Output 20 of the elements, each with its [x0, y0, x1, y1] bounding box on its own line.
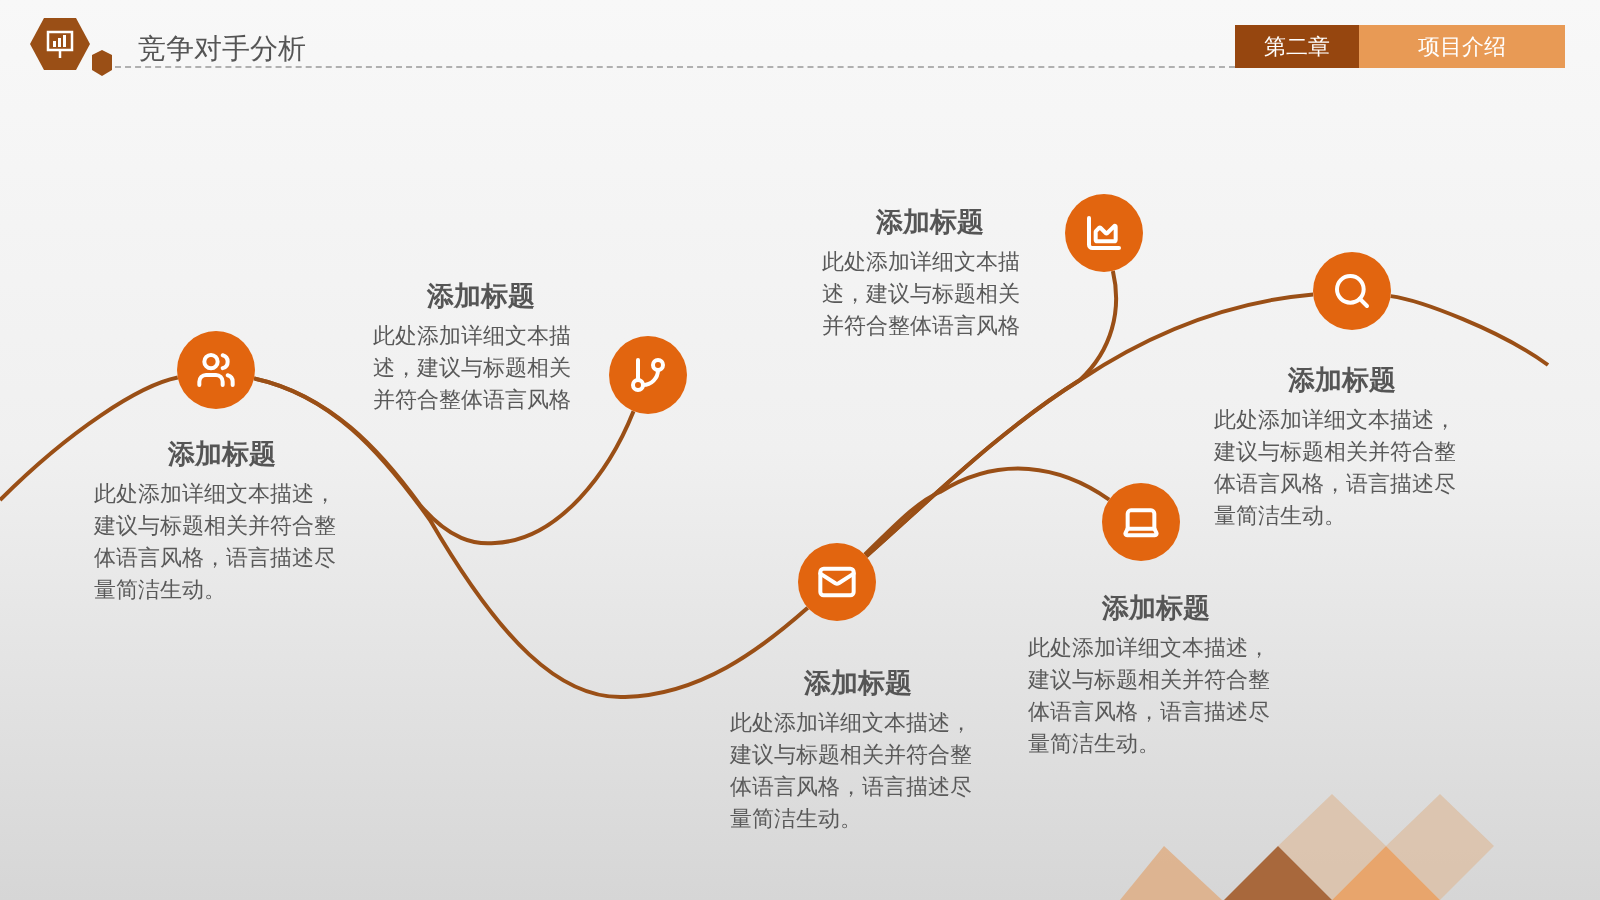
item-heading: 添加标题	[1100, 592, 1211, 625]
item-heading: 添加标题	[874, 206, 985, 239]
item-heading: 添加标题	[802, 667, 913, 700]
section-tab: 项目介绍	[1359, 25, 1565, 68]
chapter-tab: 第二章	[1235, 25, 1359, 68]
curved-connector	[864, 270, 1119, 558]
curved-connector	[863, 466, 1111, 557]
item-heading: 添加标题	[425, 280, 536, 313]
item-description: 此处添加详细文本描述，建议与标题相关并符合整体语言风格，语言描述尽量简洁生动。	[1028, 634, 1271, 758]
item-heading: 添加标题	[1286, 364, 1397, 397]
curved-connector	[1390, 294, 1550, 367]
slide-title: 竞争对手分析	[138, 32, 306, 66]
item-description: 此处添加详细文本描述，建议与标题相关并符合整体语言风格	[822, 248, 1021, 340]
curved-connector	[0, 375, 179, 502]
curved-connector	[253, 376, 636, 546]
item-description: 此处添加详细文本描述，建议与标题相关并符合整体语言风格，语言描述尽量简洁生动。	[94, 480, 337, 604]
item-description: 此处添加详细文本描述，建议与标题相关并符合整体语言风格，语言描述尽量简洁生动。	[1214, 406, 1457, 530]
item-description: 此处添加详细文本描述，建议与标题相关并符合整体语言风格，语言描述尽量简洁生动。	[730, 709, 973, 833]
item-description: 此处添加详细文本描述，建议与标题相关并符合整体语言风格	[373, 322, 572, 414]
item-heading: 添加标题	[166, 438, 277, 471]
